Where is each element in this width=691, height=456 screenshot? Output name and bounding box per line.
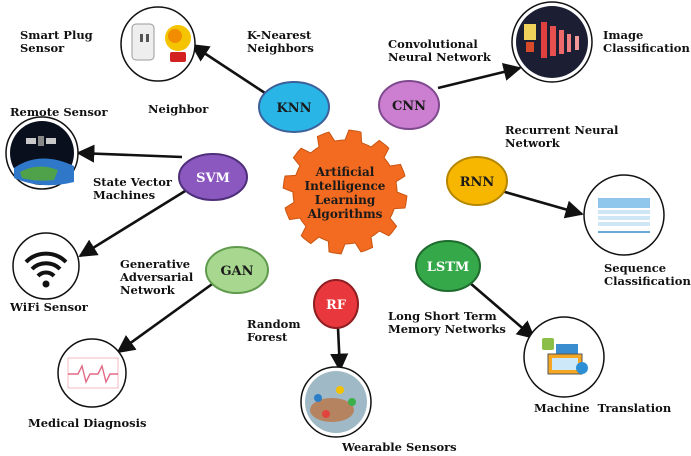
smart-plug-icon (120, 6, 196, 82)
arrow-gan-medical (116, 280, 216, 354)
arrow-rf-wearable (330, 327, 349, 372)
wearable-sensors-icon (300, 366, 372, 438)
node-knn: KNN (258, 81, 330, 133)
arrow-knn-smartplug (190, 43, 269, 97)
rf-ellipse (313, 279, 359, 329)
center-gear (282, 129, 408, 255)
node-cnn: CNN (378, 80, 440, 130)
rnn-full-name: Recurrent Neural Network (505, 123, 619, 150)
lstm-label: LSTM (427, 260, 470, 275)
knn-label: KNN (276, 101, 311, 116)
gan-full-name: Generative Adversarial Network (120, 257, 194, 297)
arrow-svm-remote (76, 144, 183, 163)
node-rf: RF (313, 279, 359, 329)
center-line-4: Algorithms (307, 207, 383, 221)
remote-sensor-icon (5, 116, 79, 190)
gan-ellipse (205, 246, 269, 294)
sequence-classification-icon (583, 174, 665, 256)
wearable-sensors-label: Wearable Sensors (342, 440, 457, 454)
sequence-classification-label: Sequence Classification (604, 261, 691, 288)
wifi-sensor-label: WiFi Sensor (10, 300, 88, 314)
gan-label: GAN (220, 264, 253, 279)
node-lstm: LSTM (415, 240, 481, 292)
node-svm: SVM (178, 153, 248, 201)
svm-label: SVM (196, 171, 230, 186)
knn-ellipse (258, 81, 330, 133)
svm-full-name: State Vector Machines (93, 175, 172, 202)
connectors (76, 43, 584, 372)
lstm-full-name: Long Short Term Memory Networks (388, 309, 506, 336)
rnn-ellipse (446, 156, 508, 206)
center-line-1: Artificial (315, 165, 375, 179)
rnn-label: RNN (460, 175, 495, 190)
cnn-full-name: Convolutional Neural Network (388, 37, 491, 64)
smart-plug-label: Smart Plug Sensor (20, 28, 93, 55)
node-gan: GAN (205, 246, 269, 294)
cnn-label: CNN (392, 99, 426, 114)
wifi-sensor-icon (12, 232, 80, 300)
center-title: Artificial Intelligence Learning Algorit… (305, 165, 386, 221)
medical-diagnosis-label: Medical Diagnosis (28, 416, 147, 430)
arrow-lstm-translation (469, 282, 536, 340)
knn-full-name: K-Nearest Neighbors (247, 28, 314, 55)
arrow-svm-wifi (78, 186, 191, 258)
rf-label: RF (326, 298, 347, 313)
cnn-ellipse (378, 80, 440, 130)
arrow-cnn-image (437, 63, 522, 90)
lstm-ellipse (415, 240, 481, 292)
node-rnn: RNN (446, 156, 508, 206)
center-line-3: Learning (315, 193, 376, 207)
machine-translation-icon (523, 316, 605, 398)
rf-full-name: Random Forest (247, 317, 301, 344)
remote-sensor-label: Remote Sensor (10, 105, 108, 119)
image-classification-label: Image Classification (603, 28, 690, 55)
center-line-2: Intelligence (305, 179, 386, 193)
neighbor-label: Neighbor (148, 102, 209, 116)
machine-translation-label: Machine Translation (534, 401, 672, 415)
image-classification-icon (511, 1, 593, 83)
arrow-rnn-sequence (497, 188, 584, 219)
svm-ellipse (178, 153, 248, 201)
medical-diagnosis-icon (57, 338, 127, 408)
